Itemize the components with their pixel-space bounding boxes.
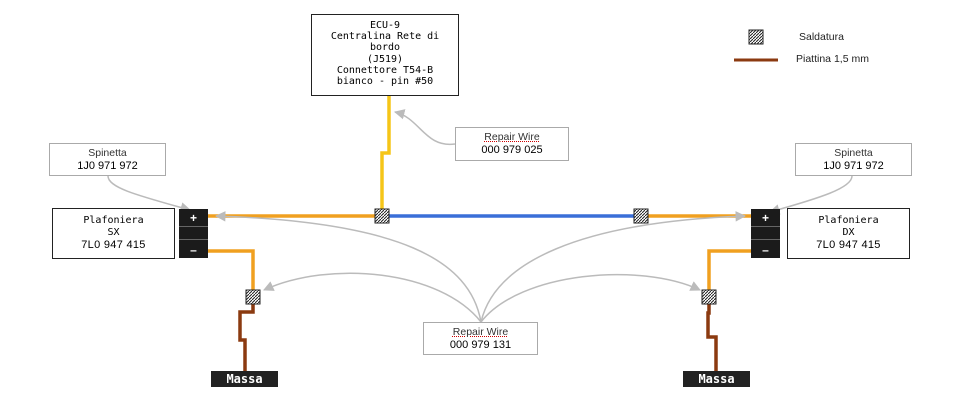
pin-empty: [751, 226, 780, 240]
pin-empty: [179, 226, 208, 240]
massa-dx-label: Massa: [683, 371, 750, 387]
ecu-line: bianco - pin #50: [336, 76, 434, 88]
pin-minus: –: [190, 243, 197, 257]
orange-wire-left-ground: [208, 249, 255, 297]
connector-dx: + –: [751, 209, 780, 258]
ecu-line: ECU-9: [369, 20, 401, 31]
solder-joint: [633, 208, 649, 224]
plafoniera-title: Plafoniera: [818, 215, 879, 226]
arrow-spinetta-dx: [768, 175, 853, 215]
arrow-rw2-to-right-bottom: [480, 273, 701, 323]
legend-saldatura-label: Saldatura: [799, 31, 844, 43]
yellow-wire: [380, 96, 391, 216]
ecu-line: Centralina Rete di: [330, 31, 440, 43]
brown-wire-left: [238, 297, 255, 372]
solder-joint: [374, 208, 390, 224]
arrow-spinetta-sx: [107, 175, 192, 213]
solder-joint: [245, 289, 261, 305]
plafoniera-part: 7L0 947 415: [81, 239, 146, 251]
ecu-line: (J519): [366, 53, 404, 65]
spinetta-part: 1J0 971 972: [823, 160, 884, 172]
plafoniera-dx-box: Plafoniera DX 7L0 947 415: [787, 208, 910, 259]
massa-sx-label: Massa: [211, 371, 278, 387]
solder-joint: [701, 289, 717, 305]
legend-piattina-label: Piattina 1,5 mm: [796, 53, 869, 65]
repair-wire-part: 000 979 131: [449, 339, 512, 351]
plafoniera-sx-box: Plafoniera SX 7L0 947 415: [52, 208, 175, 259]
plafoniera-part: 7L0 947 415: [816, 239, 881, 251]
legend-solder-swatch: [748, 29, 764, 45]
arrow-repair-wire-top: [393, 109, 456, 145]
spinetta-dx-callout: Spinetta 1J0 971 972: [795, 143, 912, 176]
repair-wire-label: Repair Wire: [484, 131, 540, 143]
spinetta-sx-callout: Spinetta 1J0 971 972: [49, 143, 166, 176]
arrow-rw2-to-left-top: [214, 211, 482, 323]
brown-wire-right: [706, 297, 718, 372]
ecu-box: ECU-9 Centralina Rete di bordo (J519) Co…: [311, 14, 459, 96]
spinetta-label: Spinetta: [834, 147, 873, 159]
pin-minus: –: [762, 243, 769, 257]
ecu-line: bordo: [369, 42, 401, 54]
pin-plus: +: [761, 211, 769, 225]
pin-plus: +: [189, 211, 197, 225]
ecu-line: Connettore T54-B: [336, 64, 434, 76]
connector-sx: + –: [179, 209, 208, 258]
arrow-rw2-to-right-top: [480, 211, 747, 323]
arrow-rw2-to-left-bottom: [263, 272, 482, 323]
repair-wire-label: Repair Wire: [452, 326, 509, 338]
spinetta-label: Spinetta: [88, 147, 127, 159]
plafoniera-title: Plafoniera: [83, 215, 144, 226]
repair-wire-part: 000 979 025: [481, 144, 543, 156]
plafoniera-side: SX: [107, 227, 120, 238]
repair-wire-bottom-callout: Repair Wire 000 979 131: [423, 322, 538, 355]
plafoniera-side: DX: [842, 227, 855, 238]
repair-wire-top-callout: Repair Wire 000 979 025: [455, 127, 569, 161]
spinetta-part: 1J0 971 972: [77, 160, 138, 172]
orange-wire-right-ground: [707, 249, 751, 297]
